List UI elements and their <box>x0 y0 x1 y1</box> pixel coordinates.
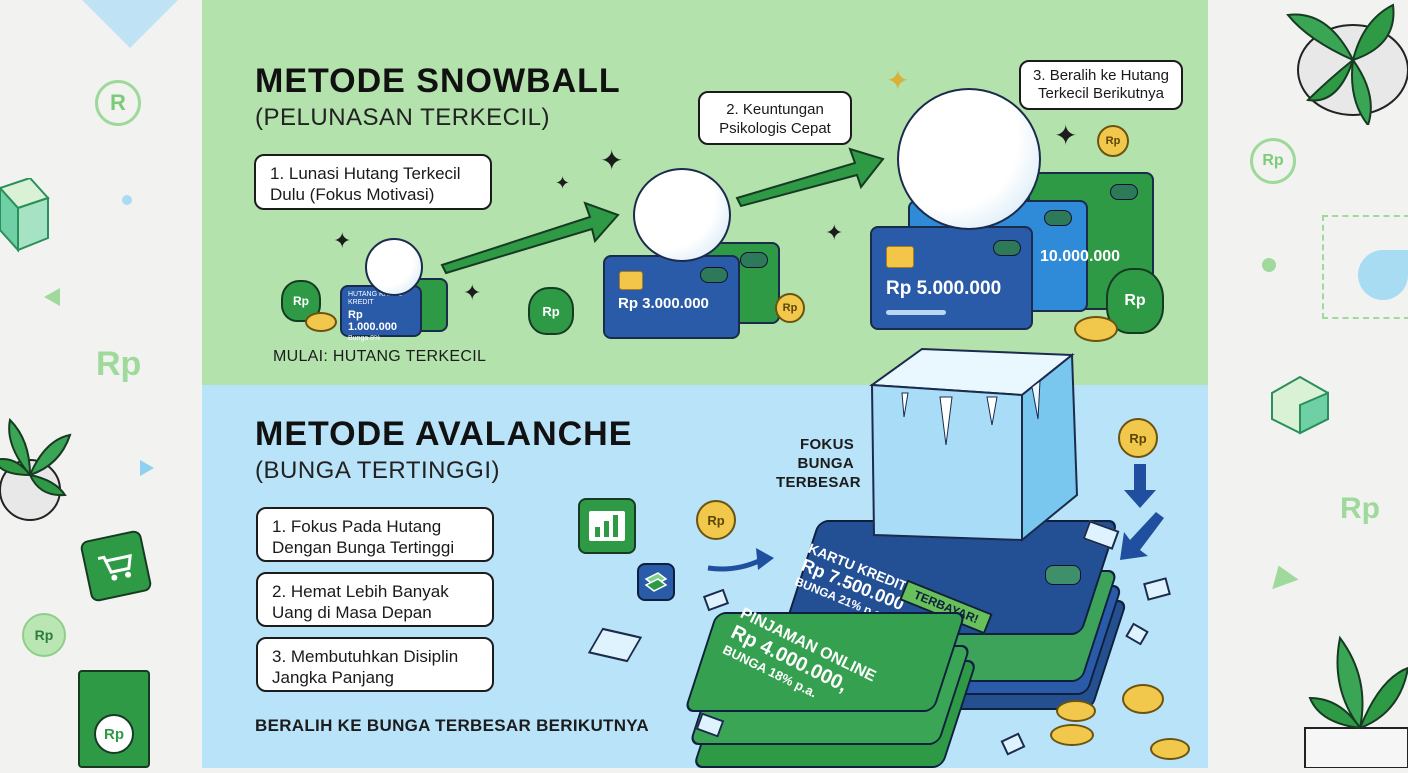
arrow-icon <box>735 147 885 208</box>
sparkle-icon: ✦ <box>333 228 352 253</box>
coin-icon <box>1150 738 1190 760</box>
bar-chart-icon <box>578 498 636 554</box>
stack-icon <box>637 563 675 601</box>
snowball-mid <box>633 168 731 262</box>
snowball-step-3: 3. Beralih ke Hutang Terkecil Berikutnya <box>1019 60 1183 110</box>
card-small: HUTANG KARTU KREDIT Rp 1.000.000 Bunga 8… <box>340 285 422 342</box>
snowball-subtitle: (PELUNASAN TERKECIL) <box>255 104 550 131</box>
coin-icon <box>1074 316 1118 342</box>
banknote-icon: Rp <box>78 670 150 768</box>
coin-icon: Rp <box>775 293 805 323</box>
rp-ring-icon: Rp <box>1250 138 1296 184</box>
money-bag-icon: Rp <box>1106 268 1164 334</box>
card-small-title: HUTANG KARTU KREDIT <box>348 291 403 306</box>
deco-dot <box>1262 258 1276 272</box>
sparkle-icon: ✦ <box>463 280 482 305</box>
avalanche-focus-label: FOKUS BUNGA TERBESAR <box>776 436 861 491</box>
snowball-step-1: 1. Lunasi Hutang Terkecil Dulu (Fokus Mo… <box>254 154 492 210</box>
avalanche-step-3: 3. Membutuhkan Disiplin Jangka Panjang <box>256 637 494 692</box>
banknote-rp: Rp <box>94 714 134 754</box>
deco-triangle <box>44 288 60 306</box>
snowball-start-caption: MULAI: HUTANG TERKECIL <box>273 348 487 365</box>
arrow-icon <box>1120 512 1164 560</box>
card-large: Rp 5.000.000 <box>870 226 1033 330</box>
cube-icon <box>1270 375 1330 440</box>
sparkle-icon: ✦ <box>600 145 624 176</box>
arrow-icon <box>1124 464 1156 508</box>
coin-icon: Rp <box>22 613 66 657</box>
coin-icon <box>1056 700 1096 722</box>
card-toggle <box>740 252 768 268</box>
cart-icon <box>79 529 153 603</box>
deco-dot <box>122 195 132 205</box>
coin-icon: Rp <box>1097 125 1129 157</box>
card-chip-icon <box>619 271 643 290</box>
card-chip-icon <box>886 246 914 268</box>
card-large-amount: Rp 5.000.000 <box>886 278 1002 299</box>
arrow-icon <box>707 548 774 572</box>
deco-triangle-top <box>82 0 178 48</box>
card-toggle <box>1044 210 1072 226</box>
card-mid: Rp 3.000.000 <box>603 255 740 339</box>
card-toggle <box>700 267 728 283</box>
avalanche-step-2: 2. Hemat Lebih Banyak Uang di Masa Depan <box>256 572 494 627</box>
sparkle-icon: ✦ <box>886 65 910 96</box>
card-toggle <box>1110 184 1138 200</box>
card-mid-amount: Rp 3.000.000 <box>618 295 709 312</box>
coin-icon: Rp <box>696 500 736 540</box>
deco-triangle <box>140 460 154 476</box>
arrow-icon <box>440 201 620 275</box>
avalanche-title: METODE AVALANCHE <box>255 415 633 453</box>
registered-icon: R <box>95 80 141 126</box>
rp-symbol: Rp <box>96 345 142 383</box>
deco-bubble <box>1358 250 1408 300</box>
card-toggle <box>1045 565 1081 585</box>
card-large-back-amount: 10.000.000 <box>1040 248 1121 265</box>
coin-icon <box>1122 684 1164 714</box>
ice-block <box>862 345 1082 550</box>
snowball-step-2: 2. Keuntungan Psikologis Cepat <box>698 91 852 145</box>
avalanche-end-caption: BERALIH KE BUNGA TERBESAR BERIKUTNYA <box>255 716 649 735</box>
sparkle-icon: ✦ <box>1054 120 1078 151</box>
card-stripe <box>886 310 946 315</box>
snowball-title: METODE SNOWBALL <box>255 62 621 100</box>
sparkle-icon: ✦ <box>555 173 571 193</box>
coin-icon <box>1050 724 1094 746</box>
card-toggle <box>993 240 1021 256</box>
coin-icon: Rp <box>1118 418 1158 458</box>
deco-dashed-box <box>1322 215 1408 319</box>
money-bag-icon: Rp <box>528 287 574 335</box>
avalanche-step-1: 1. Fokus Pada Hutang Dengan Bunga Tertin… <box>256 507 494 562</box>
snowball-large <box>897 88 1041 230</box>
deco-triangle <box>1265 560 1299 590</box>
card-small-amount: Rp 1.000.000 <box>348 309 397 333</box>
card-small-note: Bunga 8% <box>348 335 381 342</box>
plant-icon <box>1300 628 1408 773</box>
rp-symbol: Rp <box>1340 492 1380 525</box>
plant-icon <box>0 405 80 530</box>
sparkle-icon: ✦ <box>825 220 844 245</box>
avalanche-subtitle: (BUNGA TERTINGGI) <box>255 457 500 484</box>
snowball-small <box>365 238 423 296</box>
coin-icon <box>305 312 337 332</box>
plant-icon <box>1268 0 1408 130</box>
cube-icon <box>0 176 50 261</box>
